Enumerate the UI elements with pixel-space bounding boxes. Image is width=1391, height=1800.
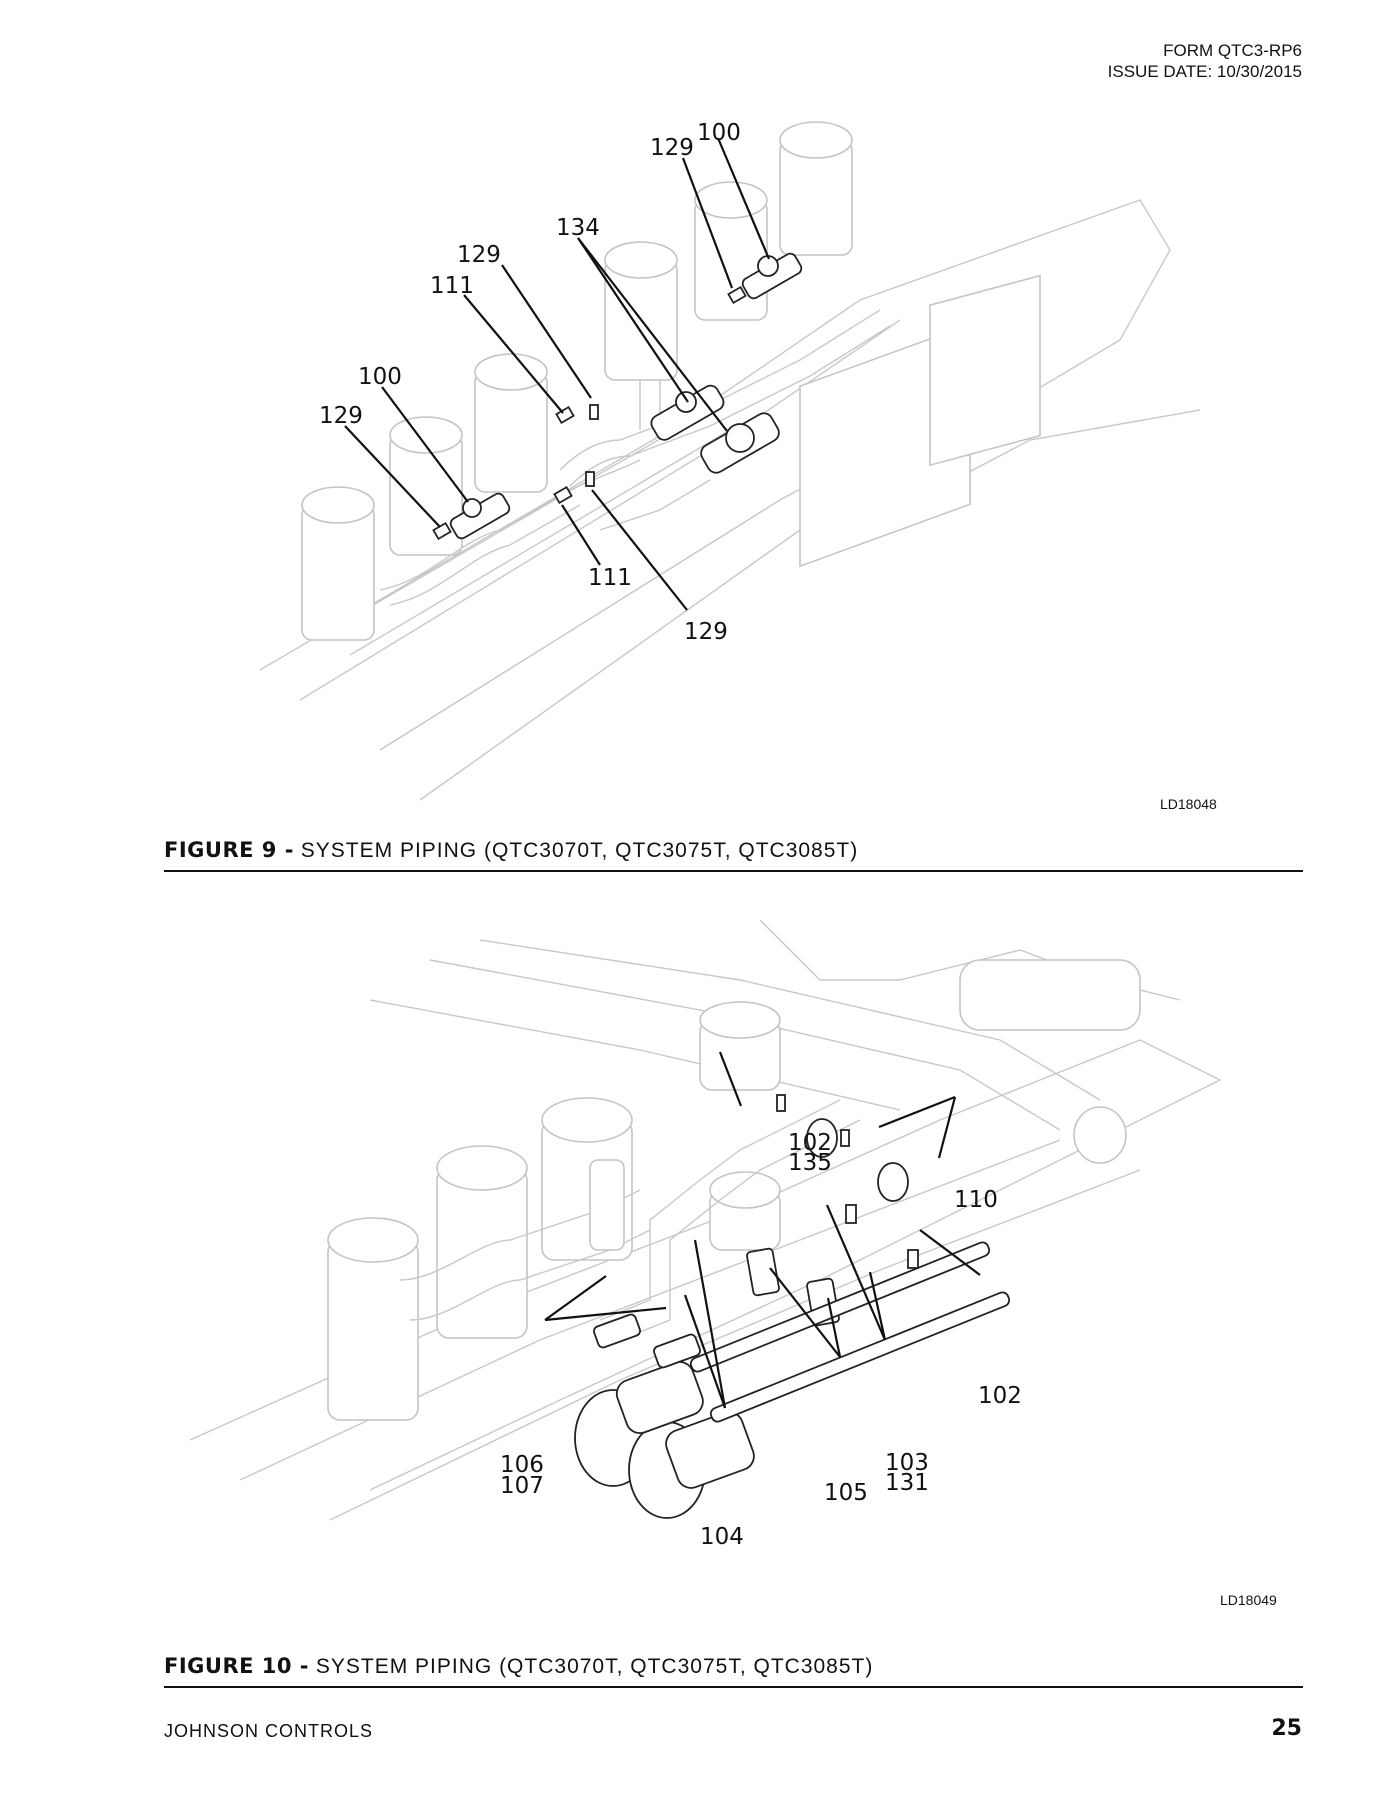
figure-10-illustration: 102 135 110 102 106 107 104 105 103 131 [180, 920, 1230, 1620]
callout-105: 105 [824, 1480, 868, 1506]
callout-100-b: 100 [358, 364, 402, 390]
figure-10-caption-text: SYSTEM PIPING (QTC3070T, QTC3075T, QTC30… [309, 1655, 874, 1678]
figure-9-drawing-id: LD18048 [1160, 796, 1217, 812]
figure-10-caption-label: FIGURE 10 - [164, 1654, 310, 1678]
callout-134: 134 [556, 215, 600, 241]
form-number: FORM QTC3-RP6 [1163, 41, 1302, 60]
page-header: FORM QTC3-RP6 ISSUE DATE: 10/30/2015 [1108, 40, 1302, 82]
issue-date: ISSUE DATE: 10/30/2015 [1107, 62, 1302, 81]
callout-111-a: 111 [430, 273, 474, 299]
callout-107: 107 [500, 1473, 544, 1499]
figure-9-callouts: 129 100 134 129 111 100 129 111 129 [319, 120, 741, 645]
figure-10-drawing-id: LD18049 [1220, 1592, 1277, 1608]
callout-131: 131 [885, 1470, 929, 1496]
figure-9-caption-label: FIGURE 9 - [164, 838, 294, 862]
figure-10-callouts: 102 135 110 102 106 107 104 105 103 131 [500, 1130, 1022, 1550]
figure-10-parts [574, 1094, 1011, 1519]
callout-129-d: 129 [684, 619, 728, 645]
figure-9-caption: FIGURE 9 - SYSTEM PIPING (QTC3070T, QTC3… [164, 838, 858, 863]
callout-106: 106 [500, 1452, 544, 1478]
callout-129-a: 129 [650, 135, 694, 161]
footer-company: JOHNSON CONTROLS [164, 1721, 374, 1741]
figure-9-background-drawing [259, 121, 1200, 801]
figure-9-leaders [344, 137, 771, 611]
callout-135: 135 [788, 1150, 832, 1176]
figure-10-leaders [544, 1051, 981, 1409]
callout-103: 103 [885, 1450, 929, 1476]
callout-102-b: 102 [978, 1383, 1022, 1409]
figure-10-background-drawing [189, 920, 1222, 1521]
figure-10-rule [164, 1686, 1303, 1688]
callout-129-c: 129 [319, 403, 363, 429]
callout-102-a: 102 [788, 1130, 832, 1156]
page-number: 25 [1271, 1716, 1302, 1741]
figure-9-parts [432, 252, 803, 541]
callout-100-a: 100 [697, 120, 741, 146]
figure-9-rule [164, 870, 1303, 872]
callout-111-b: 111 [588, 565, 632, 591]
callout-129-b: 129 [457, 242, 501, 268]
figure-10-caption: FIGURE 10 - SYSTEM PIPING (QTC3070T, QTC… [164, 1654, 873, 1679]
callout-110: 110 [954, 1187, 998, 1213]
figure-9-illustration: 129 100 134 129 111 100 129 111 129 [240, 110, 1200, 810]
figure-9-caption-text: SYSTEM PIPING (QTC3070T, QTC3075T, QTC30… [293, 839, 859, 862]
callout-104: 104 [700, 1524, 744, 1550]
